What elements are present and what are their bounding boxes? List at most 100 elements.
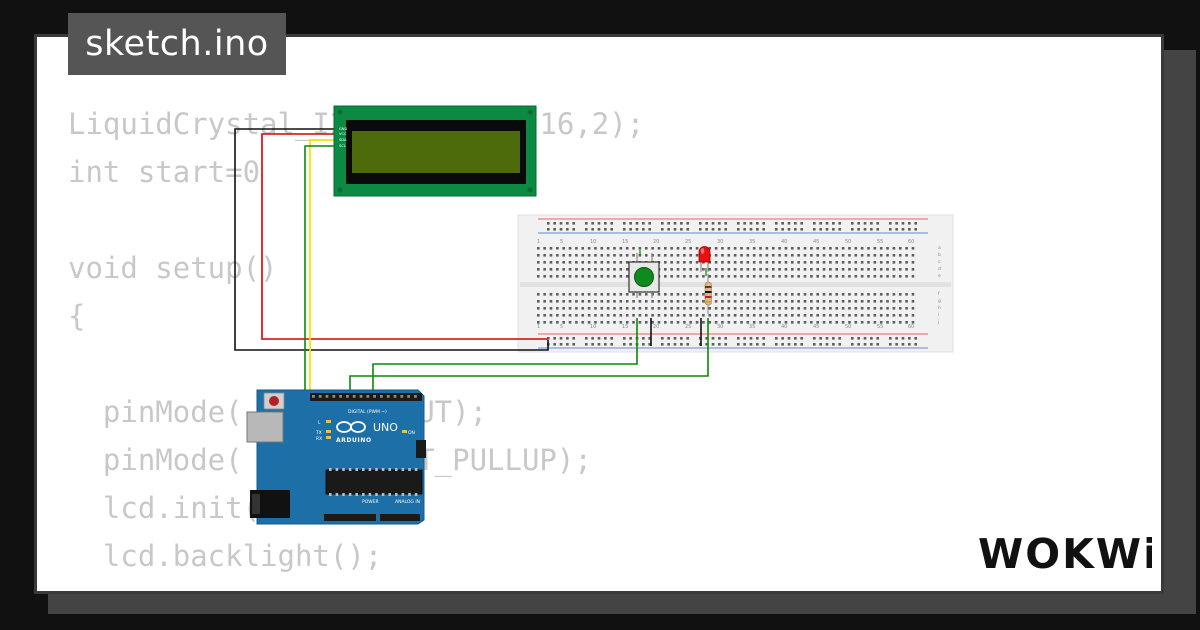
button-cap[interactable]	[634, 267, 654, 287]
breadboard-hole	[825, 222, 829, 225]
breadboard-hole	[746, 314, 750, 317]
col-num: 55	[877, 324, 883, 330]
breadboard-hole	[876, 228, 879, 231]
breadboard-hole	[740, 254, 743, 257]
col-num: 35	[749, 324, 755, 330]
breadboard-hole	[743, 337, 746, 340]
breadboard-hole	[638, 247, 642, 250]
breadboard-hole	[613, 300, 616, 303]
file-tab[interactable]: sketch.ino	[68, 13, 286, 75]
breadboard-hole	[635, 228, 639, 231]
svg-text:c: c	[938, 260, 941, 265]
breadboard-hole	[600, 261, 604, 264]
breadboard-hole	[737, 228, 740, 231]
chip-pins	[329, 468, 418, 496]
push-button[interactable]	[628, 253, 660, 298]
breadboard-hole	[623, 343, 626, 346]
breadboard-hole	[778, 275, 781, 278]
breadboard-hole	[547, 228, 550, 231]
breadboard-hole	[714, 307, 718, 310]
breadboard-hole	[575, 307, 578, 310]
breadboard-hole	[568, 247, 572, 250]
breadboard-hole	[683, 268, 686, 271]
breadboard-hole	[863, 337, 867, 340]
breadboard-hole	[873, 254, 877, 257]
chip-pin	[388, 468, 391, 471]
chip-pin	[335, 468, 339, 471]
breadboard-hole	[879, 261, 883, 264]
breadboard-hole	[547, 222, 550, 225]
breadboard-hole	[778, 247, 781, 250]
breadboard-hole	[860, 247, 864, 250]
usb-port	[246, 411, 284, 443]
breadboard-hole	[537, 293, 540, 296]
breadboard-hole	[895, 343, 898, 346]
chip-pin	[408, 493, 411, 496]
breadboard-hole	[886, 293, 889, 296]
breadboard-hole	[661, 222, 664, 225]
breadboard-hole	[670, 268, 673, 271]
digital-header	[310, 393, 422, 401]
header-pin	[386, 395, 390, 398]
chip-pin	[368, 468, 372, 471]
breadboard-hole	[689, 261, 692, 264]
header-pin	[366, 395, 370, 398]
breadboard-hole	[867, 254, 870, 257]
breadboard-hole	[597, 222, 601, 225]
breadboard-hole	[905, 321, 908, 324]
breadboard-hole	[886, 254, 889, 257]
brand-label: ARDUINO	[336, 437, 372, 444]
reset-button[interactable]	[269, 396, 279, 406]
col-num: 5	[560, 239, 563, 245]
breadboard-hole	[829, 275, 832, 278]
breadboard-hole	[911, 300, 915, 303]
chip-pin	[375, 493, 378, 496]
breadboard-hole	[676, 321, 680, 324]
chip-pin	[395, 493, 398, 496]
breadboard-hole	[651, 321, 654, 324]
breadboard-hole	[813, 337, 816, 340]
breadboard-hole	[740, 261, 743, 264]
breadboard-hole	[714, 268, 718, 271]
breadboard-hole	[784, 321, 788, 324]
breadboard-hole	[613, 321, 616, 324]
breadboard-hole	[791, 268, 794, 271]
breadboard-hole	[816, 300, 819, 303]
breadboard-hole	[702, 268, 705, 271]
breadboard-hole	[673, 343, 677, 346]
led[interactable]	[698, 246, 711, 272]
breadboard[interactable]: 1 5 10 15 20 25 30 35 40 45 50 55 60 1 5…	[517, 214, 954, 353]
breadboard-hole	[714, 321, 718, 324]
breadboard-hole	[606, 293, 610, 296]
breadboard-hole	[594, 314, 597, 317]
breadboard-hole	[905, 293, 908, 296]
breadboard-hole	[851, 337, 854, 340]
breadboard-hole	[901, 228, 905, 231]
breadboard-hole	[632, 247, 635, 250]
breadboard-hole	[835, 268, 839, 271]
arduino-uno[interactable]: DIGITAL (PWM ~) UNO ARDUINO L TX RX ON P…	[246, 389, 426, 525]
breadboard-hole	[613, 314, 616, 317]
breadboard-hole	[575, 247, 578, 250]
svg-text:ON: ON	[408, 430, 415, 436]
breadboard-hole	[727, 275, 731, 278]
breadboard-hole	[683, 261, 686, 264]
breadboard-hole	[848, 275, 851, 278]
breadboard-hole	[556, 321, 559, 324]
breadboard-hole	[791, 321, 794, 324]
breadboard-hole	[857, 337, 860, 340]
svg-text:VCC: VCC	[339, 132, 347, 136]
breadboard-hole	[752, 254, 756, 257]
breadboard-hole	[568, 314, 572, 317]
breadboard-hole	[848, 321, 851, 324]
breadboard-hole	[765, 307, 769, 310]
code-line-4: void setup()	[68, 251, 278, 285]
breadboard-hole	[879, 314, 883, 317]
breadboard-hole	[695, 293, 699, 296]
breadboard-hole	[775, 228, 778, 231]
breadboard-hole	[841, 268, 845, 271]
lcd-display[interactable]: GND VCC SDA SCL	[333, 105, 537, 197]
breadboard-hole	[581, 293, 585, 296]
breadboard-hole	[835, 300, 839, 303]
code-line-2: int start=0	[68, 155, 261, 189]
